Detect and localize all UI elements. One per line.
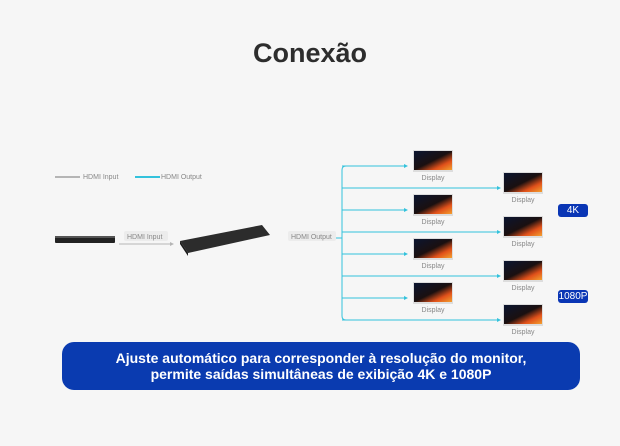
monitor-icon xyxy=(414,195,452,214)
arrow-head-icon xyxy=(404,208,408,212)
banner-line-2: permite saídas simultâneas de exibição 4… xyxy=(150,366,492,382)
legend-input-label: HDMI Input xyxy=(83,174,118,181)
display-monitor: Display xyxy=(413,282,453,314)
display-monitor: Display xyxy=(503,260,543,292)
display-monitor: Display xyxy=(503,216,543,248)
arrow-head-icon xyxy=(404,164,408,168)
display-label: Display xyxy=(422,307,445,314)
arrow-head-icon xyxy=(404,296,408,300)
badge-1080p: 1080P xyxy=(558,290,588,303)
monitor-icon xyxy=(504,217,542,236)
arrow-head-icon xyxy=(497,274,501,278)
input-label: HDMI Input xyxy=(127,234,162,241)
display-label: Display xyxy=(512,329,535,336)
input-label-bg xyxy=(124,231,168,241)
display-monitor: Display xyxy=(413,194,453,226)
info-banner: Ajuste automático para corresponder à re… xyxy=(62,342,580,390)
monitor-icon xyxy=(414,283,452,302)
banner-line-1: Ajuste automático para corresponder à re… xyxy=(115,350,527,366)
display-label: Display xyxy=(512,241,535,248)
arrow-head-icon xyxy=(497,230,501,234)
blu-ray-player-icon xyxy=(55,236,115,243)
monitor-icon xyxy=(414,239,452,258)
badge-4k: 4K xyxy=(558,204,588,217)
arrow-head-icon xyxy=(404,252,408,256)
monitor-icon xyxy=(504,173,542,192)
page-title: Conexão xyxy=(252,38,368,68)
display-monitor: Display xyxy=(413,150,453,182)
monitor-icon xyxy=(504,261,542,280)
trunk-line xyxy=(341,165,347,321)
monitor-icon xyxy=(414,151,452,170)
hdmi-splitter-icon xyxy=(180,225,270,256)
legend: HDMI Input HDMI Output xyxy=(55,174,202,181)
legend-output-label: HDMI Output xyxy=(161,174,202,181)
display-monitor: Display xyxy=(503,172,543,204)
display-label: Display xyxy=(512,197,535,204)
display-label: Display xyxy=(422,263,445,270)
display-monitor: Display xyxy=(413,238,453,270)
arrow-head-icon xyxy=(497,186,501,190)
monitor-icon xyxy=(504,305,542,324)
display-label: Display xyxy=(422,175,445,182)
output-label: HDMI Output xyxy=(291,234,332,241)
display-label: Display xyxy=(422,219,445,226)
display-monitor: Display xyxy=(503,304,543,336)
output-branches xyxy=(336,164,501,322)
display-label: Display xyxy=(512,285,535,292)
arrow-head-icon xyxy=(497,318,501,322)
